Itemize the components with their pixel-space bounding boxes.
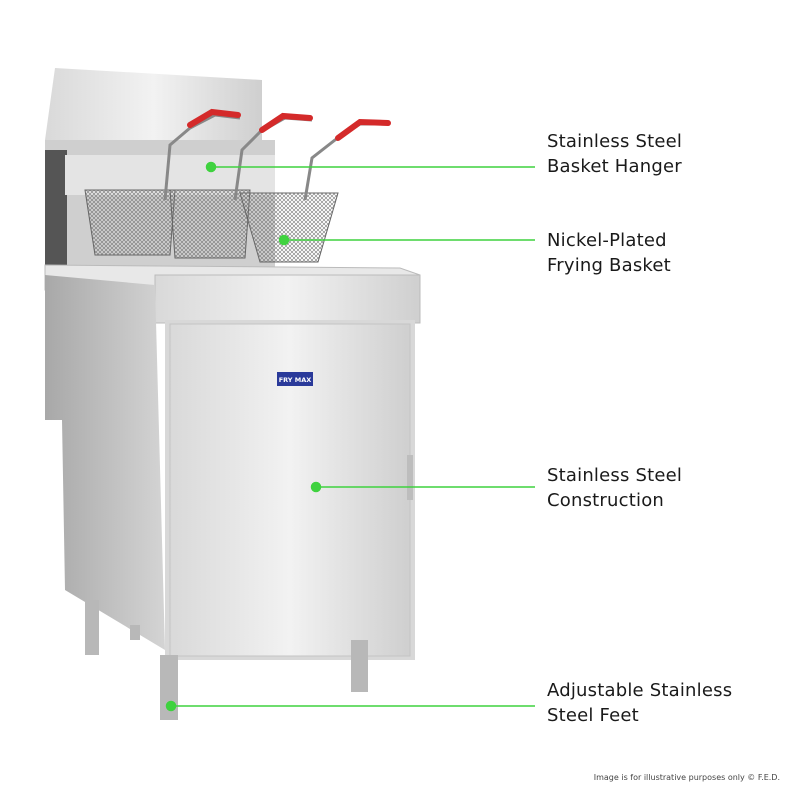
callout-line2: Basket Hanger (547, 156, 682, 177)
callout-line1: Adjustable Stainless (547, 680, 733, 701)
side-panel (45, 275, 165, 650)
callout-line2: Construction (547, 490, 665, 511)
callout-line1: Stainless Steel (547, 465, 683, 486)
callout-line1: Nickel-Plated (547, 230, 667, 251)
callout-line2: Steel Feet (547, 705, 639, 726)
callout-construction: Stainless Steel Construction (547, 463, 682, 513)
callout-lines (165, 161, 535, 712)
callout-line1: Stainless Steel (547, 131, 683, 152)
disclaimer: Image is for illustrative purposes only … (593, 773, 780, 782)
brand-logo: FRY MAX (277, 372, 313, 386)
callout-basket-hanger: Stainless Steel Basket Hanger (547, 129, 682, 179)
adjustable-feet (85, 600, 368, 720)
control-panel (154, 274, 421, 324)
frying-baskets (84, 108, 391, 263)
door-handle[interactable] (407, 455, 413, 500)
callout-line2: Frying Basket (547, 255, 671, 276)
svg-text:FRY MAX: FRY MAX (279, 376, 312, 384)
callout-feet: Adjustable Stainless Steel Feet (547, 678, 732, 728)
callout-frying-basket: Nickel-Plated Frying Basket (547, 228, 671, 278)
